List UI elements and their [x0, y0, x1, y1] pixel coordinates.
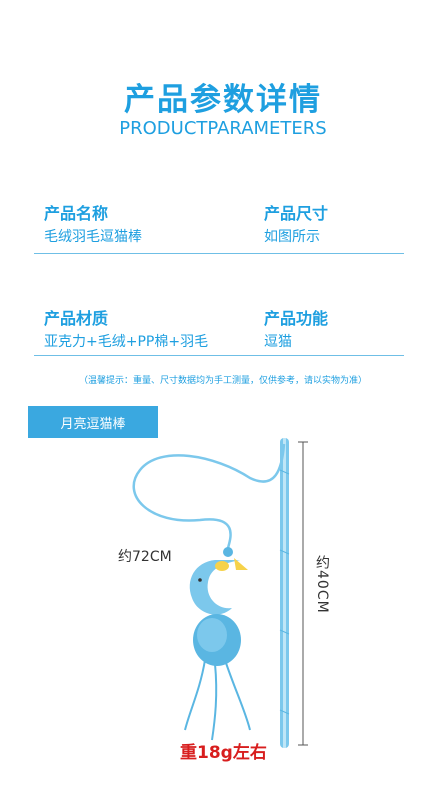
param-value-size: 如图所示 [264, 229, 320, 245]
stick-length: 约40CM [314, 555, 330, 614]
param-value-name: 毛绒羽毛逗猫棒 [44, 229, 142, 245]
page-title: 产品参数详情 [124, 82, 322, 118]
disclaimer-note: （温馨提示：重量、尺寸数据均为手工测量，仅供参考，请以实物为准） [78, 376, 367, 386]
string-length: 约72CM [118, 549, 172, 565]
product-weight: 重18g左右 [180, 743, 267, 763]
cat-teaser-illustration [132, 438, 308, 748]
bell-icon [223, 547, 233, 557]
moon-icon [189, 558, 248, 615]
param-value-material: 亚克力+毛绒+PP棉+羽毛 [44, 334, 209, 350]
string-icon [132, 443, 286, 549]
product-tag: 月亮逗猫棒 [28, 406, 158, 438]
param-label-function: 产品功能 [264, 309, 329, 328]
param-label-size: 产品尺寸 [264, 204, 329, 223]
param-value-function: 逗猫 [264, 334, 292, 350]
page-subtitle: PRODUCTPARAMETERS [119, 118, 327, 139]
feather-icon [184, 614, 251, 741]
divider [34, 355, 404, 356]
stick-icon [279, 438, 290, 748]
divider [34, 253, 404, 254]
param-label-material: 产品材质 [44, 309, 109, 328]
param-label-name: 产品名称 [44, 204, 109, 223]
